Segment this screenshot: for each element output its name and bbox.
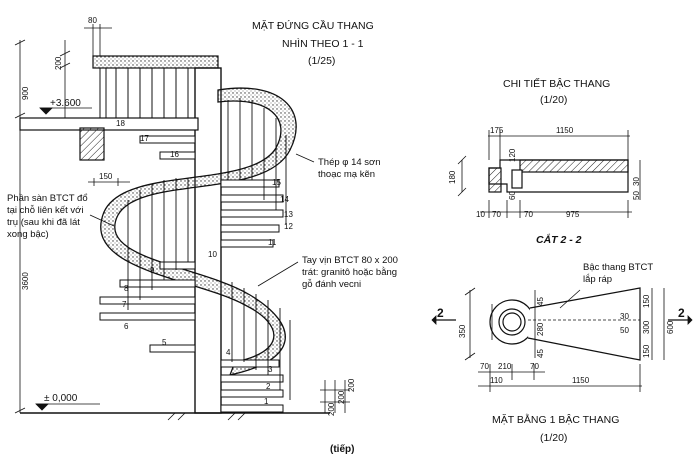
dim-45a: 45 <box>536 297 545 306</box>
step-number: 9 <box>150 266 155 275</box>
step-number: 10 <box>208 250 217 259</box>
dim-300: 300 <box>642 320 651 334</box>
dim-175: 175 <box>490 126 504 135</box>
base-level-label: ± 0,000 <box>44 393 78 404</box>
dim-60: 60 <box>508 191 517 200</box>
dim-180: 180 <box>448 170 457 184</box>
elevation-scale: (1/25) <box>308 55 336 67</box>
step-plan-dimension-lines <box>431 287 693 392</box>
note-steel: Thép φ 14 sơn thoạc mạ kẽn <box>318 157 381 180</box>
dim-bottom-2: 200 <box>337 390 346 404</box>
step-number: 15 <box>272 178 281 187</box>
dim-280: 280 <box>536 322 545 336</box>
plan-scale: (1/20) <box>540 432 568 444</box>
footer-continued: (tiếp) <box>330 444 355 455</box>
dim-120: 120 <box>508 148 517 162</box>
step-number: 14 <box>280 195 289 204</box>
dim-3600: 3600 <box>21 272 30 290</box>
step-number: 8 <box>124 284 129 293</box>
step-number: 12 <box>284 222 293 231</box>
elevation-dimension-lines <box>14 24 350 414</box>
dim-150: 150 <box>99 172 113 181</box>
dim-30-plan: 30 <box>620 312 629 321</box>
dim-bottom-1: 200 <box>327 402 336 416</box>
top-handrail <box>92 55 219 69</box>
step-number: 1 <box>264 397 269 406</box>
dim-50: 50 <box>632 191 641 200</box>
dim-30: 30 <box>632 177 641 186</box>
ground-hatch <box>167 412 246 421</box>
dim-150b: 150 <box>642 344 651 358</box>
dim-70b: 70 <box>524 210 533 219</box>
dim-350: 350 <box>458 324 467 338</box>
step-section <box>488 159 629 193</box>
elevation-title: MẶT ĐỨNG CẦU THANG <box>252 20 374 32</box>
level-label: +3.600 <box>50 98 81 109</box>
step-number: 17 <box>140 134 149 143</box>
step-number: 4 <box>226 348 231 357</box>
step-number: 16 <box>170 150 179 159</box>
floor-slab <box>19 117 199 131</box>
step-number: 7 <box>122 300 127 309</box>
dim-top: 80 <box>88 16 97 25</box>
step-number: 5 <box>162 338 167 347</box>
dim-975: 975 <box>566 210 580 219</box>
step-number: 13 <box>284 210 293 219</box>
dim-10: 10 <box>476 210 485 219</box>
dim-70-plan-b: 70 <box>530 362 539 371</box>
step-detail-scale: (1/20) <box>540 94 568 106</box>
dim-900: 900 <box>21 86 30 100</box>
dim-1150: 1150 <box>556 126 574 135</box>
dim-70a: 70 <box>492 210 501 219</box>
section-mark-right: 2 <box>678 306 685 320</box>
step-number: 18 <box>116 119 125 128</box>
dim-bottom-3: 200 <box>347 378 356 392</box>
balcony-balusters <box>99 68 189 118</box>
dim-150a: 150 <box>642 294 651 308</box>
dim-70-plan-a: 70 <box>480 362 489 371</box>
dim-45b: 45 <box>536 349 545 358</box>
slab-joint <box>79 127 105 161</box>
step-number: 11 <box>268 238 277 247</box>
dim-210: 210 <box>498 362 512 371</box>
step-number: 3 <box>268 365 273 374</box>
dim-50-plan: 50 <box>620 326 629 335</box>
dim-1150-plan: 1150 <box>572 376 590 385</box>
section-mark-left: 2 <box>437 306 444 320</box>
dim-600: 600 <box>666 320 675 334</box>
step-section-dimension-lines <box>457 130 641 218</box>
dim-200: 200 <box>54 56 63 70</box>
plan-title: MẶT BẰNG 1 BẬC THANG <box>492 414 620 426</box>
step-number: 6 <box>124 322 129 331</box>
spiral-balusters <box>127 98 291 400</box>
note-handrail: Tay vịn BTCT 80 x 200 trát: granitô hoặc… <box>302 255 398 290</box>
step-plan <box>489 287 641 361</box>
central-column <box>194 67 222 414</box>
section-label: CẮT 2 - 2 <box>536 234 582 246</box>
spiral-steps <box>99 135 284 413</box>
dim-110: 110 <box>490 376 503 385</box>
step-detail-title: CHI TIẾT BẬC THANG <box>503 78 611 90</box>
elevation-subtitle: NHÌN THEO 1 - 1 <box>282 38 364 50</box>
plan-note: Bậc thang BTCT lắp ráp <box>583 262 654 285</box>
step-number: 2 <box>266 382 271 391</box>
note-slab: Phần sàn BTCT đổ tại chỗ liên kết với tr… <box>7 193 88 240</box>
